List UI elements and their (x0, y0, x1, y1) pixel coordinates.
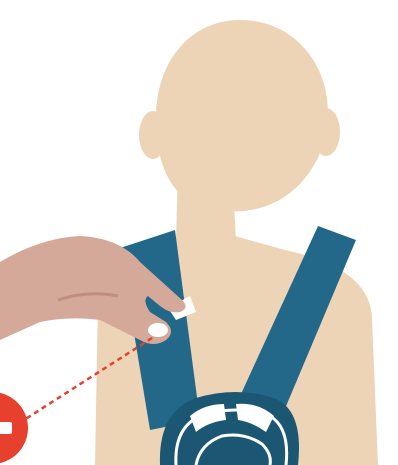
thumb-nail (148, 323, 168, 337)
child-head (156, 20, 328, 212)
warning-badge-bar (0, 422, 12, 434)
